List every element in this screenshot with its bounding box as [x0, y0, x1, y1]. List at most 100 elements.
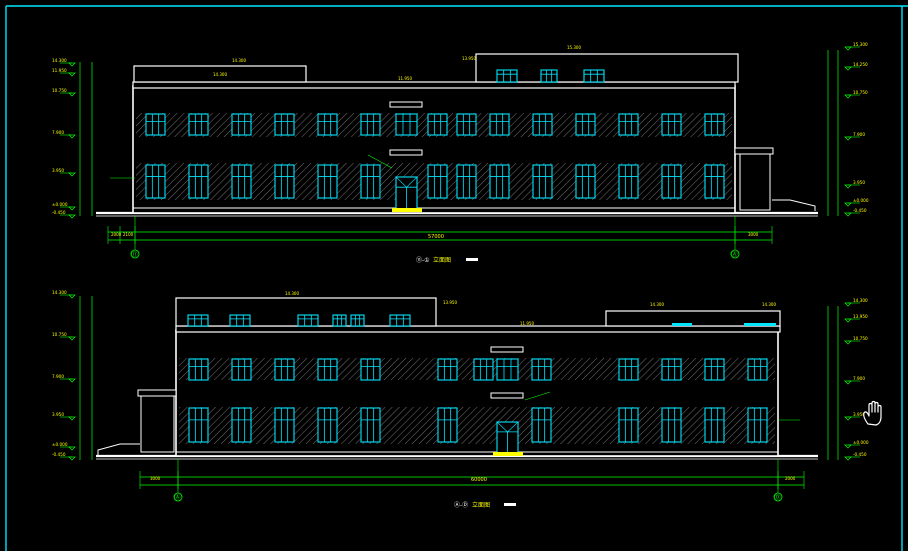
side-dimension-text: 3000: [150, 476, 161, 481]
elevation-2-overall-dimension: 60000: [471, 477, 487, 483]
roof-level-label: 14.300: [213, 72, 227, 77]
grid-label-e1-right: Ⓐ: [732, 251, 738, 259]
window: [231, 113, 252, 136]
lower-hatch-band: [179, 407, 775, 444]
window: [274, 407, 295, 443]
window: [661, 164, 682, 199]
window: [704, 358, 725, 381]
roof-vent: [744, 323, 776, 326]
window: [188, 407, 209, 443]
window: [661, 113, 682, 136]
window: [618, 113, 639, 136]
roof-window: [187, 314, 209, 327]
window: [575, 113, 596, 136]
level-label-left: 14.300: [52, 290, 67, 295]
window: [531, 407, 552, 443]
level-label-left: 3.950: [52, 168, 64, 173]
roof-level-label: 11.950: [398, 76, 412, 81]
window: [360, 407, 381, 443]
roof-level-label: 14.300: [285, 291, 299, 296]
entrance-step: [392, 208, 422, 212]
window: [317, 358, 338, 381]
window: [747, 407, 768, 443]
roof-structure-right: [605, 310, 781, 327]
level-label-right: 3.950: [853, 412, 865, 417]
roof-level-label: 13.950: [443, 300, 457, 305]
window: [231, 358, 252, 381]
window: [437, 358, 458, 381]
window: [661, 358, 682, 381]
grid-bubble-e1-left: ⑪: [130, 249, 140, 259]
grid-label-e2-right: Ⓓ: [775, 494, 781, 502]
roof-level-label: 11.950: [520, 321, 534, 326]
window: [532, 164, 553, 199]
elevation-2: 3000 2000 14.300 13.950 11.950 14.300 14.300 14…: [52, 290, 869, 493]
roof-structure-left: [133, 65, 307, 83]
window: [188, 113, 209, 136]
level-label-left: 14.300: [52, 58, 67, 63]
side-dimension-text: 2000: [785, 476, 796, 481]
window: [231, 407, 252, 443]
elevation-1-overall-dimension: 57000: [428, 234, 444, 240]
window: [145, 164, 166, 199]
roof-parapet: [175, 325, 781, 333]
roof-structure-right: [475, 53, 739, 83]
window: [531, 358, 552, 381]
level-label-left: 7.900: [52, 130, 64, 135]
window: [145, 113, 166, 136]
side-dimension-text: 3000: [748, 232, 759, 237]
roof-window: [350, 314, 365, 327]
level-label-right: ±0.000: [853, 440, 869, 445]
window: [456, 113, 477, 136]
window: [489, 113, 510, 136]
level-label-right: 10.750: [853, 90, 868, 95]
annex-right: [739, 153, 771, 211]
level-label-left: 10.750: [52, 88, 67, 93]
window: [704, 407, 725, 443]
window: [274, 358, 295, 381]
elevation-1-title-text: 立面图: [433, 256, 451, 264]
level-label-left: ±0.000: [52, 202, 68, 207]
roof-vent: [672, 323, 692, 326]
window: [618, 407, 639, 443]
stair-window: [496, 358, 519, 381]
elevation-1-title: ⑪-① 立面图: [416, 256, 478, 264]
window: [360, 113, 381, 136]
window: [532, 113, 553, 136]
window: [274, 164, 295, 199]
level-label-right: 13.950: [853, 314, 868, 319]
level-label-right: ±0.000: [853, 198, 869, 203]
annex-left: [140, 395, 175, 453]
window: [489, 164, 510, 199]
window: [661, 407, 682, 443]
entrance-step: [493, 452, 523, 456]
window: [360, 164, 381, 199]
canopy-upper: [389, 101, 423, 108]
window: [427, 164, 448, 199]
level-label-left: ±0.000: [52, 442, 68, 447]
level-label-right: 14.300: [853, 298, 868, 303]
level-label-right: 10.750: [853, 336, 868, 341]
window: [704, 113, 725, 136]
grid-bubble-e2-left: Ⓐ: [173, 492, 183, 502]
elevation-1-title-prefix: ⑪-①: [416, 256, 430, 264]
window: [704, 164, 725, 199]
grid-bubble-e2-right: Ⓓ: [773, 492, 783, 502]
level-label-right: 7.900: [853, 132, 865, 137]
elevation-2-scale-bar: [504, 503, 516, 506]
grid-bubble-e1-right: Ⓐ: [730, 249, 740, 259]
hand-pan-icon: [863, 400, 882, 426]
window: [188, 164, 209, 199]
window: [274, 113, 295, 136]
side-dimension-text: 2000: [111, 232, 122, 237]
level-label-right: 14.250: [853, 62, 868, 67]
level-label-right: -0.450: [853, 208, 867, 213]
window: [456, 164, 477, 199]
grid-label-e1-left: ⑪: [132, 251, 138, 259]
window: [360, 358, 381, 381]
canopy-upper: [490, 346, 524, 353]
roof-level-label: 14.300: [762, 302, 776, 307]
window: [231, 164, 252, 199]
